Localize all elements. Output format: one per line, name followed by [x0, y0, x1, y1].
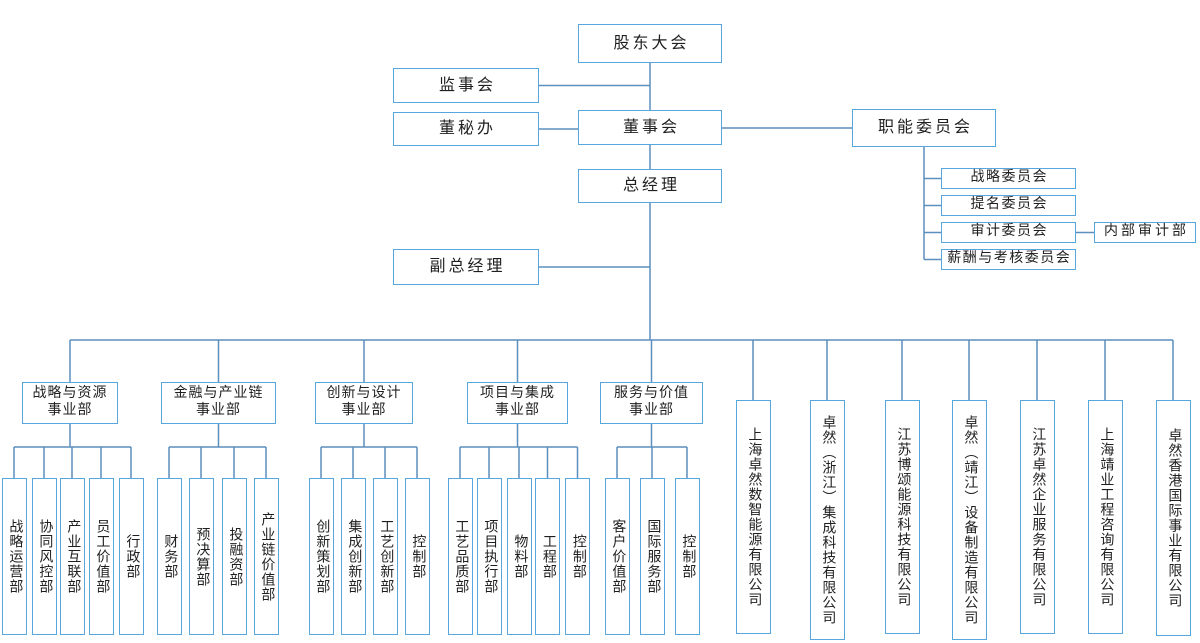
node-department: 工艺品质部 — [447, 478, 473, 635]
node-division: 金融与产业链 事业部 — [161, 382, 276, 424]
node-subsidiary: 卓然（靖江）设备制造有限公司 — [951, 400, 987, 640]
node-department: 集成创新部 — [340, 478, 366, 635]
node-division: 项目与集成 事业部 — [467, 382, 568, 424]
node-department: 项目执行部 — [476, 478, 502, 635]
node-subsidiary: 上海靖业工程咨询有限公司 — [1087, 400, 1123, 634]
node-department: 物料部 — [506, 478, 532, 635]
node-subsidiary: 江苏卓然企业服务有限公司 — [1019, 400, 1055, 634]
node-board-of-directors: 董事会 — [578, 110, 722, 145]
node-department: 控制部 — [674, 478, 700, 635]
node-department: 客户价值部 — [604, 478, 630, 635]
node-shareholders-meeting: 股东大会 — [578, 24, 722, 63]
node-department: 财务部 — [156, 478, 182, 635]
node-committee: 战略委员会 — [941, 168, 1076, 189]
node-department: 行政部 — [118, 478, 144, 635]
node-general-manager: 总经理 — [578, 169, 722, 203]
node-division: 创新与设计 事业部 — [315, 382, 413, 424]
node-department: 战略运营部 — [1, 478, 27, 635]
node-department: 国际服务部 — [639, 478, 665, 635]
node-deputy-general-manager: 副总经理 — [393, 249, 539, 285]
node-department: 产业互联部 — [59, 478, 85, 635]
node-department: 工艺创新部 — [372, 478, 398, 635]
node-department: 产业链价值部 — [253, 478, 279, 635]
node-committee: 薪酬与考核委员会 — [941, 249, 1076, 270]
node-functional-committees: 职能委员会 — [852, 109, 996, 147]
node-department: 预决算部 — [188, 478, 214, 635]
node-subsidiary: 卓然（浙江）集成科技有限公司 — [809, 400, 845, 640]
node-subsidiary: 卓然香港国际事业有限公司 — [1155, 400, 1191, 636]
node-department: 创新策划部 — [308, 478, 334, 635]
node-department: 协同风控部 — [31, 478, 57, 635]
node-division: 服务与价值 事业部 — [600, 382, 703, 424]
node-department: 工程部 — [535, 478, 560, 635]
node-internal-audit-department: 内部审计部 — [1094, 222, 1196, 243]
node-department: 控制部 — [404, 478, 430, 635]
node-board-secretary-office: 董秘办 — [393, 112, 539, 146]
node-committee: 提名委员会 — [941, 195, 1076, 216]
node-supervisory-board: 监事会 — [393, 68, 539, 103]
node-department: 投融资部 — [221, 478, 247, 635]
node-division: 战略与资源 事业部 — [22, 382, 118, 424]
node-department: 控制部 — [565, 478, 590, 635]
node-committee: 审计委员会 — [941, 222, 1076, 243]
node-subsidiary: 江苏博颂能源科技有限公司 — [884, 400, 920, 634]
node-subsidiary: 上海卓然数智能源有限公司 — [735, 400, 771, 634]
node-department: 员工价值部 — [88, 478, 114, 635]
